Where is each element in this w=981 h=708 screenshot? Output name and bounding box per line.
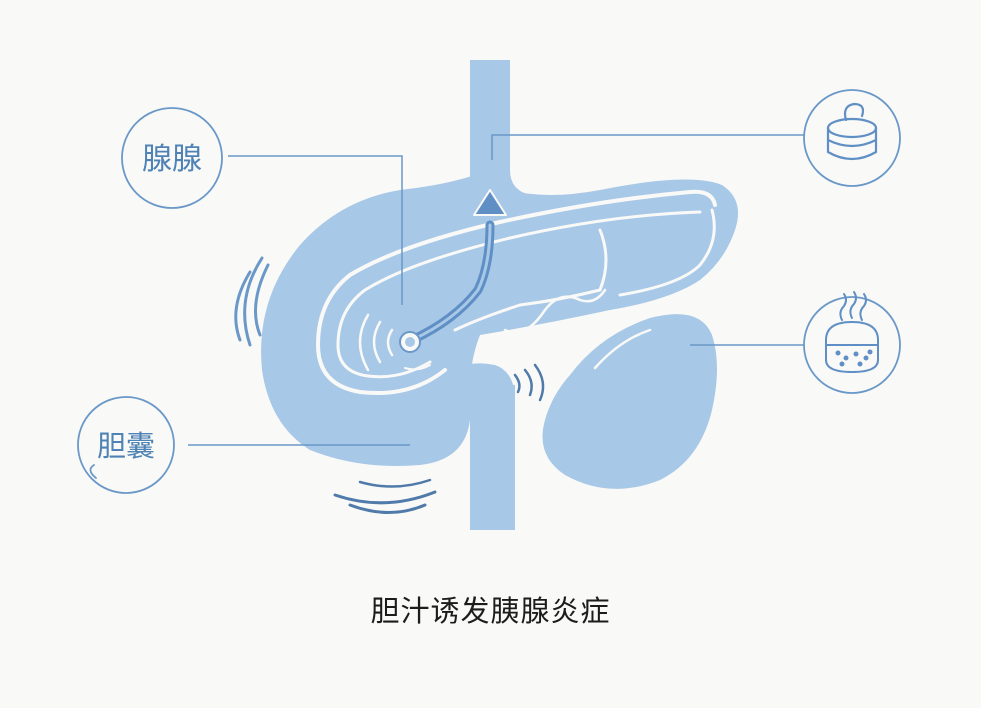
ripple-bottom xyxy=(404,364,431,371)
arrow-up-icon xyxy=(473,189,507,216)
inner-channel-fold xyxy=(618,208,716,297)
gallbladder-label-circle xyxy=(77,396,175,494)
motion-mark-bottom-3 xyxy=(358,478,432,488)
motion-mark-left-3 xyxy=(254,263,270,337)
motion-mark-bottom-2 xyxy=(348,503,427,514)
diagram-caption: 胆汁诱发胰腺炎症 xyxy=(370,594,611,628)
inner-channel-outer xyxy=(315,189,717,396)
pancreas-label: 腺腺 xyxy=(142,142,202,177)
refresh-arc-icon xyxy=(89,464,97,479)
pancreas-label-circle xyxy=(121,107,223,209)
motion-mark-left-2 xyxy=(234,270,252,342)
gallbladder-highlight xyxy=(593,328,652,370)
inner-wave xyxy=(503,288,607,334)
gallbladder-shape xyxy=(542,314,717,489)
ripple-1 xyxy=(386,328,394,357)
inner-channel-inner xyxy=(336,210,702,379)
upper-duct xyxy=(470,60,530,200)
motion-mark-mid-1 xyxy=(523,368,533,397)
motion-mark-bottom-1 xyxy=(333,490,437,505)
ripple-2 xyxy=(372,320,382,364)
source-point-core xyxy=(405,337,415,347)
bile-flow-path-core xyxy=(410,223,492,342)
motion-mark-left-1 xyxy=(243,256,264,347)
gallbladder-label: 胆囊 xyxy=(97,429,155,463)
leader-line-capsule xyxy=(491,134,805,160)
motion-mark-mid-2 xyxy=(533,363,545,402)
ripple-3 xyxy=(358,313,370,372)
lower-duct xyxy=(470,385,515,530)
inflamed-tissue-icon xyxy=(825,291,879,374)
leader-line-pancreas xyxy=(228,155,403,305)
duct-junction xyxy=(450,363,515,400)
pill-capsule-icon xyxy=(826,102,878,161)
motion-mark-mid-3 xyxy=(513,373,521,394)
